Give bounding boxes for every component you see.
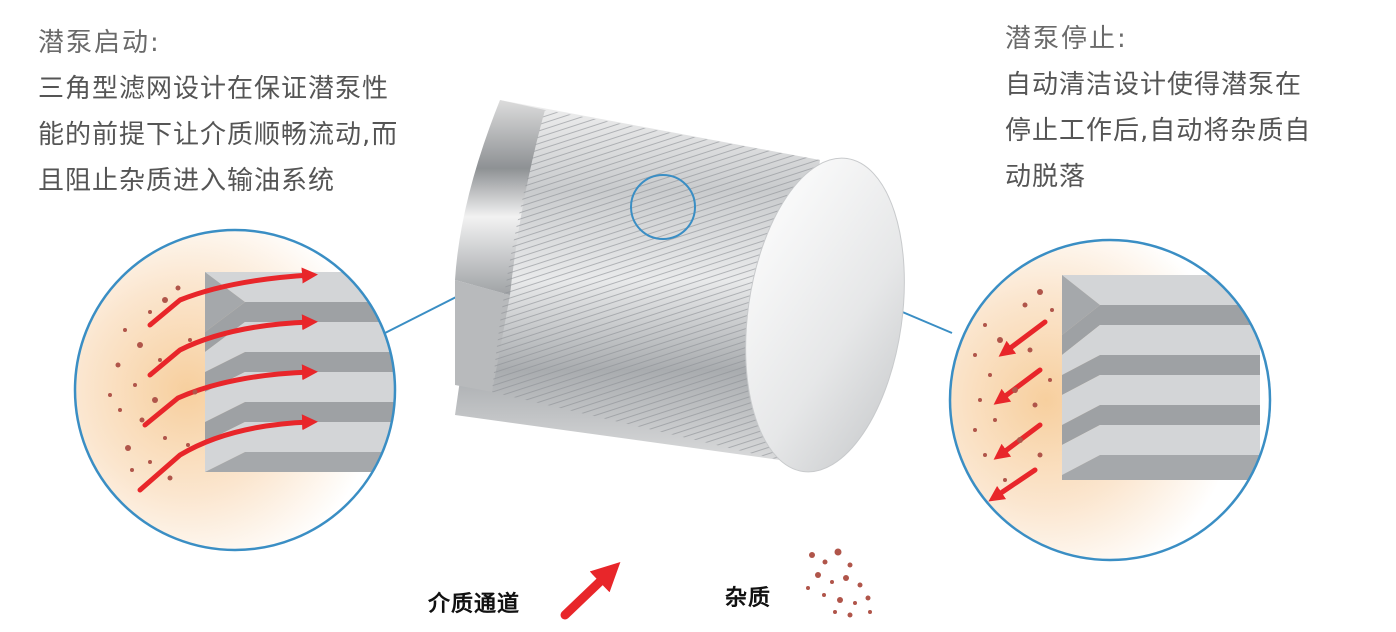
stop-heading: 潜泵停止:: [1005, 24, 1128, 54]
start-description: 三角型滤网设计在保证潜泵性 能的前提下让介质顺畅流动,而 且阻止杂质进入输油系统: [38, 66, 458, 204]
detail-circle-start: [73, 228, 397, 552]
filter-slots-left: [205, 272, 395, 472]
start-description-line: 三角型滤网设计在保证潜泵性: [38, 74, 390, 104]
start-description-line: 且阻止杂质进入输油系统: [38, 166, 336, 196]
stop-description-line: 动脱落: [1005, 162, 1087, 192]
impurity-particles-right: [973, 289, 1054, 482]
impurity-particles-left: [108, 285, 198, 481]
cylinder-filter: [455, 100, 905, 473]
stop-description-line: 自动清洁设计使得潜泵在: [1005, 70, 1303, 100]
legend-impurity-icon: [806, 548, 872, 618]
detail-circle-stop: [948, 238, 1272, 562]
magnifier-ring: [630, 174, 696, 240]
start-description-line: 能的前提下让介质顺畅流动,而: [38, 120, 399, 150]
legend-arrow-icon: [560, 562, 621, 620]
stop-description: 自动清洁设计使得潜泵在 停止工作后,自动将杂质自 动脱落: [1005, 62, 1365, 200]
filter-slots-right: [1062, 275, 1260, 480]
flow-arrows-left: [137, 267, 318, 493]
stop-description-line: 停止工作后,自动将杂质自: [1005, 116, 1312, 146]
start-heading: 潜泵启动:: [38, 28, 161, 58]
legend-channel-label: 介质通道: [428, 592, 521, 617]
legend-impurity-label: 杂质: [725, 586, 772, 611]
